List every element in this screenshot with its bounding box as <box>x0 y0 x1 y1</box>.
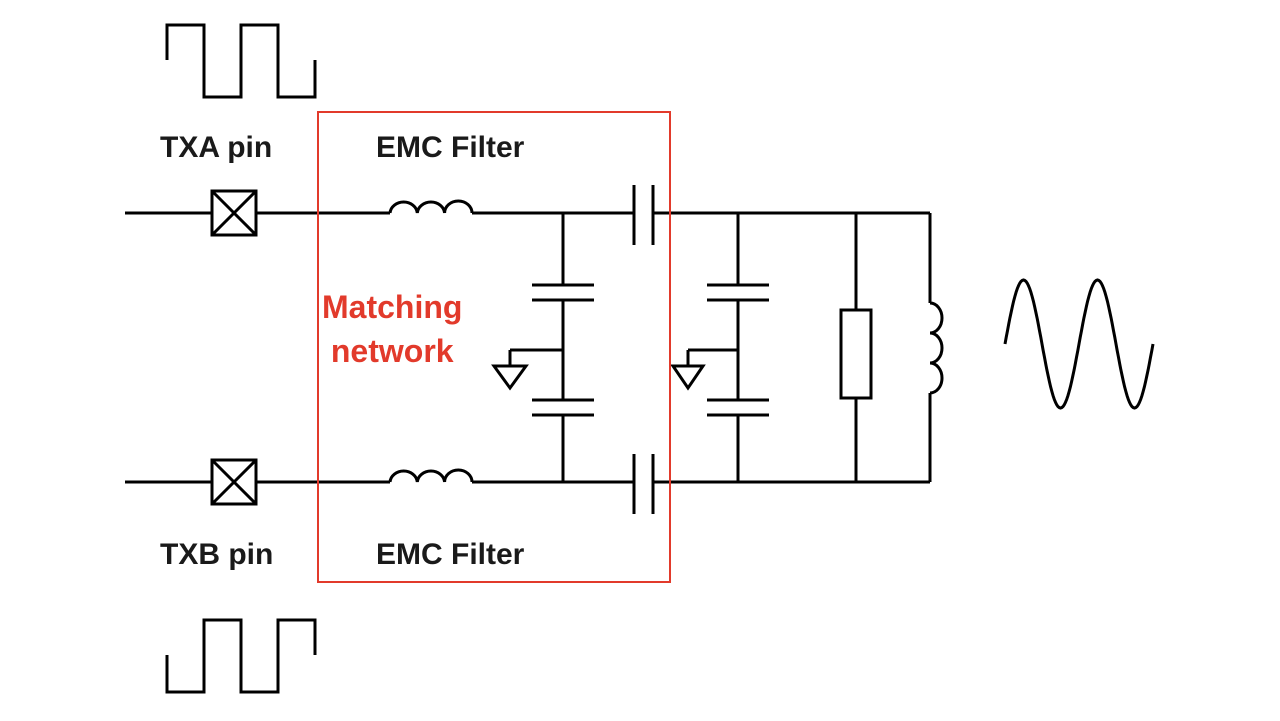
crossed-box-icon <box>210 458 258 506</box>
txb-pin-label: TXB pin <box>160 538 274 571</box>
ground-triangle-icon <box>670 364 706 391</box>
inductor-top <box>388 199 474 214</box>
sine-wave-icon <box>1003 278 1155 410</box>
antenna-coil <box>928 213 944 482</box>
ground-triangle-icon <box>491 364 529 391</box>
series-capacitor-bottom <box>632 454 655 514</box>
matching-network-label: Matching network <box>322 283 462 375</box>
resistor <box>839 213 873 482</box>
emc-filter-bottom-label: EMC Filter <box>376 538 525 571</box>
matching-network-box <box>317 111 671 583</box>
square-wave-icon <box>165 618 317 694</box>
matching-label-line1: Matching <box>322 289 463 325</box>
matching-label-line2: network <box>330 333 454 369</box>
shunt-capacitor-pair-outer <box>688 213 769 482</box>
txa-pin-label: TXA pin <box>160 131 273 164</box>
square-wave-icon <box>165 23 317 99</box>
emc-filter-top-label: EMC Filter <box>376 131 525 164</box>
shunt-capacitor-pair-inner <box>510 213 594 482</box>
series-capacitor-top <box>632 185 655 245</box>
crossed-box-icon <box>210 189 258 237</box>
inductor-bottom <box>388 468 474 483</box>
